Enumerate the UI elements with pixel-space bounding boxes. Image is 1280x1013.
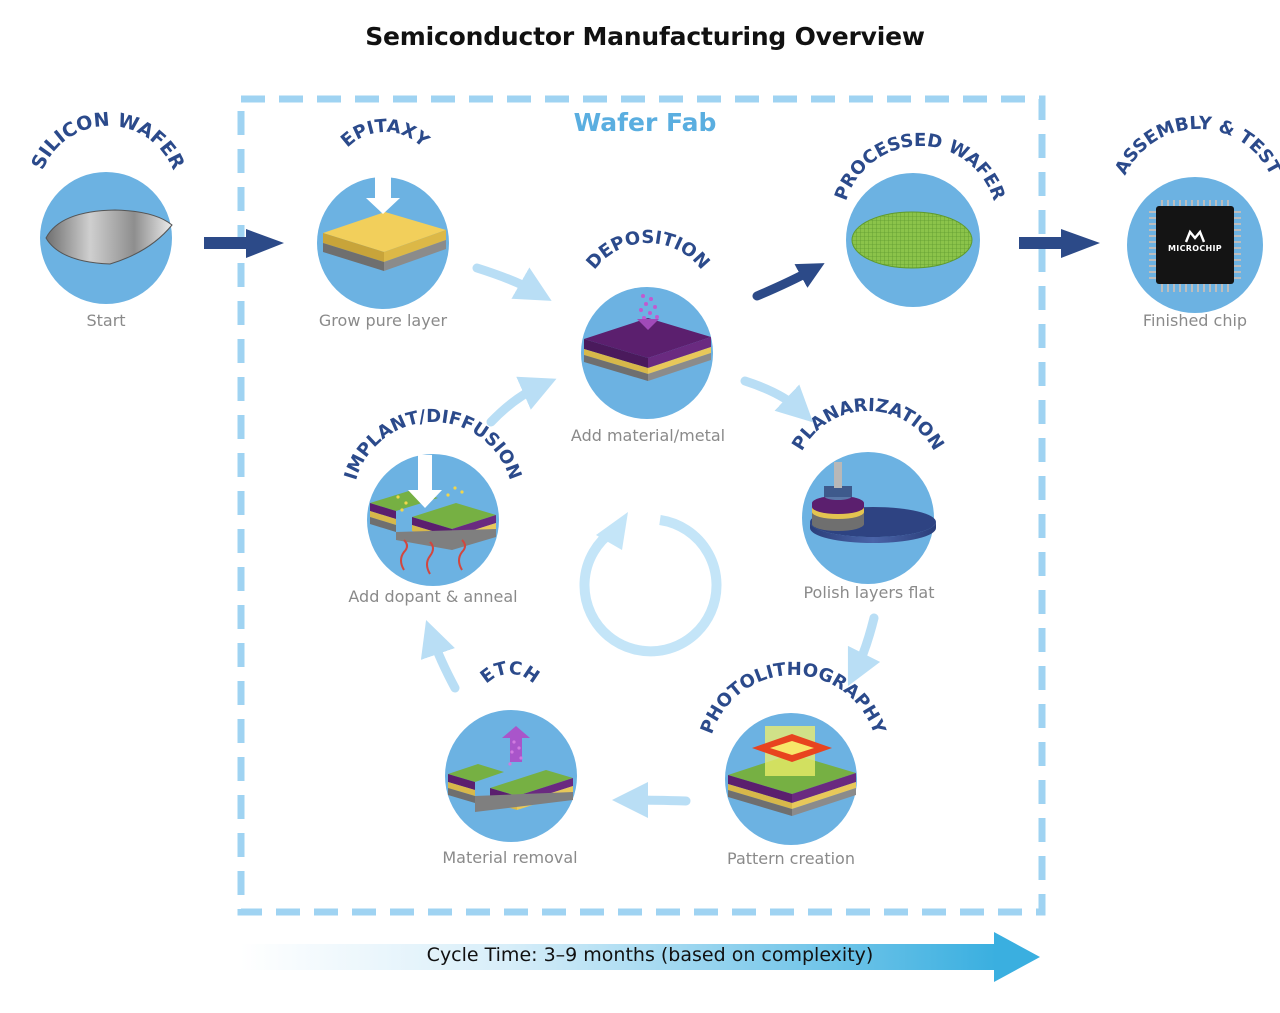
step-implant-diffusion xyxy=(367,454,499,586)
chip-logo: MICROCHIP xyxy=(1168,244,1222,253)
cycle-time-arrow xyxy=(240,932,1040,982)
cycle-ring-icon xyxy=(579,512,722,657)
cycle-time-label: Cycle Time: 3–9 months (based on complex… xyxy=(426,944,874,966)
step-etch xyxy=(445,710,577,842)
photolithography-icon xyxy=(728,726,856,816)
label-planarization: PLANARIZATION xyxy=(788,395,948,454)
step-deposition xyxy=(581,287,713,419)
step-silicon-wafer xyxy=(40,172,173,304)
label-silicon-wafer: SILICON WAFER xyxy=(27,109,189,174)
deposition-icon xyxy=(584,294,711,381)
caption-etch: Material removal xyxy=(442,848,578,867)
chip-icon: MICROCHIP xyxy=(1149,200,1241,292)
flow-arrows-light xyxy=(420,263,881,819)
implant-diffusion-icon xyxy=(370,455,496,575)
silicon-wafer-icon xyxy=(45,209,173,265)
wafer-fab-label: Wafer Fab xyxy=(573,108,717,137)
etch-icon xyxy=(448,726,573,812)
step-planarization xyxy=(802,452,936,584)
arrow-deposition-to-planarization xyxy=(740,376,814,423)
arrow-photolithography-to-etch xyxy=(612,782,691,819)
caption-silicon-wafer: Start xyxy=(86,311,126,330)
label-assembly-test: ASSEMBLY & TEST xyxy=(1111,113,1280,179)
caption-assembly-test: Finished chip xyxy=(1142,311,1248,330)
epitaxy-icon xyxy=(323,170,446,271)
step-assembly-test: MICROCHIP xyxy=(1127,177,1263,313)
wafer-fab-border xyxy=(237,95,1046,916)
arrow-implant-to-deposition xyxy=(486,376,557,427)
label-epitaxy: EPITAXY xyxy=(337,116,434,153)
label-etch: ETCH xyxy=(477,658,543,688)
caption-planarization: Polish layers flat xyxy=(803,583,935,602)
arrow-planarization-to-photolithography xyxy=(847,613,881,687)
planarization-icon xyxy=(810,462,936,543)
arrow-etch-to-implant xyxy=(420,619,460,693)
step-epitaxy xyxy=(317,170,449,309)
flow-arrows-dark xyxy=(204,229,1100,301)
caption-deposition: Add material/metal xyxy=(570,426,726,445)
label-deposition: DEPOSITION xyxy=(582,227,713,274)
caption-implant-diffusion: Add dopant & anneal xyxy=(348,587,518,606)
processed-wafer-icon xyxy=(851,211,973,269)
page-title: Semiconductor Manufacturing Overview xyxy=(365,22,925,51)
step-processed-wafer xyxy=(846,173,980,307)
caption-epitaxy: Grow pure layer xyxy=(318,311,448,330)
caption-photolithography: Pattern creation xyxy=(727,849,855,868)
step-photolithography xyxy=(725,713,857,845)
arrow-epitaxy-to-deposition xyxy=(472,263,552,301)
